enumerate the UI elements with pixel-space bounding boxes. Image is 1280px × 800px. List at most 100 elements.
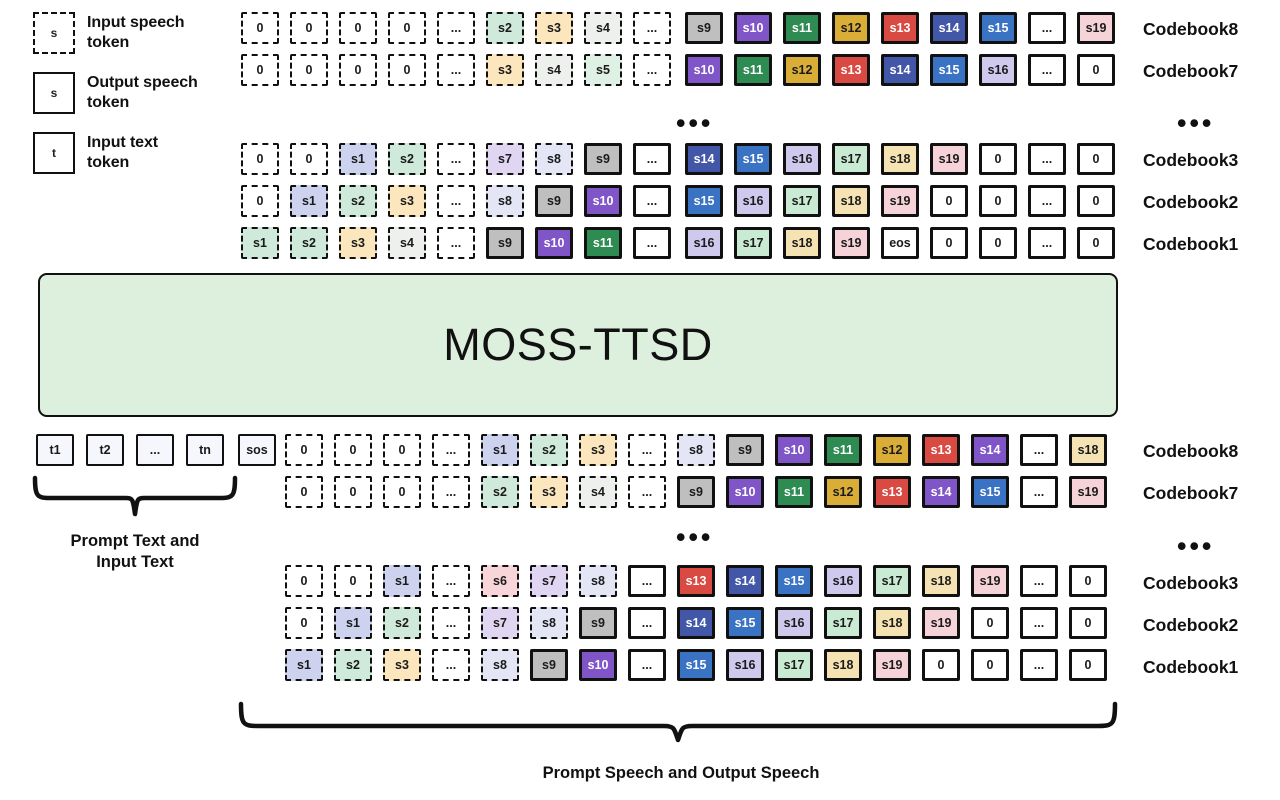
- token-cell: s8: [677, 434, 715, 466]
- token-cell: s1: [481, 434, 519, 466]
- token-cell: s17: [783, 185, 821, 217]
- token-cell: ...: [628, 649, 666, 681]
- token-cell: 0: [334, 434, 372, 466]
- token-cell: s4: [535, 54, 573, 86]
- token-cell: s2: [481, 476, 519, 508]
- token-cell: s11: [584, 227, 622, 259]
- token-cell: s8: [486, 185, 524, 217]
- model-box: MOSS-TTSD: [38, 273, 1118, 417]
- token-cell: s8: [530, 607, 568, 639]
- token-cell: s10: [734, 12, 772, 44]
- token-cell: s18: [873, 607, 911, 639]
- token-cell: s1: [241, 227, 279, 259]
- token-cell: 0: [241, 185, 279, 217]
- token-cell: s19: [922, 607, 960, 639]
- token-cell: s13: [922, 434, 960, 466]
- token-cell: ...: [1028, 12, 1066, 44]
- token-cell: 0: [241, 54, 279, 86]
- row-ellipsis-top: •••: [676, 108, 714, 138]
- token-cell: s9: [530, 649, 568, 681]
- codebook-label-bottom-3: Codebook3: [1143, 573, 1239, 593]
- token-cell: 0: [979, 143, 1017, 175]
- token-cell: ...: [633, 54, 671, 86]
- token-cell: s19: [930, 143, 968, 175]
- token-cell: s16: [685, 227, 723, 259]
- token-cell: 0: [1069, 649, 1107, 681]
- token-cell: 0: [339, 12, 377, 44]
- token-cell: s8: [579, 565, 617, 597]
- token-cell: s18: [832, 185, 870, 217]
- token-cell: s12: [832, 12, 870, 44]
- token-cell: s14: [726, 565, 764, 597]
- token-cell: s7: [486, 143, 524, 175]
- token-cell: ...: [1020, 649, 1058, 681]
- token-cell: s14: [881, 54, 919, 86]
- codebook-ellipsis-top: •••: [1177, 108, 1215, 138]
- codebook-label-top-1: Codebook1: [1143, 234, 1239, 254]
- token-cell: s19: [881, 185, 919, 217]
- token-cell: 0: [285, 607, 323, 639]
- token-cell: 0: [334, 476, 372, 508]
- token-cell: s4: [388, 227, 426, 259]
- token-cell: s19: [971, 565, 1009, 597]
- token-cell: s19: [832, 227, 870, 259]
- codebook-label-top-3: Codebook3: [1143, 150, 1239, 170]
- token-cell: s15: [979, 12, 1017, 44]
- token-cell: 0: [1077, 143, 1115, 175]
- token-cell: ...: [432, 607, 470, 639]
- token-cell: s17: [824, 607, 862, 639]
- token-cell: ...: [628, 434, 666, 466]
- legend-swatch-input-speech-token: s: [33, 12, 75, 54]
- token-cell: s17: [734, 227, 772, 259]
- token-cell: s2: [334, 649, 372, 681]
- codebook-label-top-7: Codebook7: [1143, 61, 1239, 81]
- token-cell: 0: [290, 54, 328, 86]
- token-cell: s11: [783, 12, 821, 44]
- text-token-cell: ...: [136, 434, 174, 466]
- token-cell: s3: [530, 476, 568, 508]
- token-cell: s1: [290, 185, 328, 217]
- token-cell: s14: [685, 143, 723, 175]
- codebook-ellipsis-bottom: •••: [1177, 531, 1215, 561]
- token-cell: s11: [775, 476, 813, 508]
- token-cell: s17: [832, 143, 870, 175]
- token-cell: s10: [685, 54, 723, 86]
- token-cell: 0: [971, 649, 1009, 681]
- text-token-cell: sos: [238, 434, 276, 466]
- token-cell: 0: [290, 143, 328, 175]
- token-cell: s15: [971, 476, 1009, 508]
- token-cell: s16: [734, 185, 772, 217]
- token-cell: s17: [873, 565, 911, 597]
- token-cell: ...: [628, 476, 666, 508]
- legend-swatch-output-speech-token: s: [33, 72, 75, 114]
- speech-brace: [238, 701, 1118, 743]
- token-cell: s18: [1069, 434, 1107, 466]
- text-brace: [32, 475, 238, 517]
- token-cell: s15: [685, 185, 723, 217]
- token-cell: s10: [584, 185, 622, 217]
- token-cell: s3: [486, 54, 524, 86]
- token-cell: s12: [873, 434, 911, 466]
- token-cell: ...: [1020, 607, 1058, 639]
- token-cell: ...: [633, 143, 671, 175]
- codebook-label-bottom-7: Codebook7: [1143, 483, 1239, 503]
- token-cell: s12: [824, 476, 862, 508]
- token-cell: s15: [930, 54, 968, 86]
- token-cell: 0: [1069, 607, 1107, 639]
- token-cell: s17: [775, 649, 813, 681]
- token-cell: s1: [334, 607, 372, 639]
- token-cell: s9: [685, 12, 723, 44]
- token-cell: s1: [383, 565, 421, 597]
- token-cell: ...: [432, 565, 470, 597]
- token-cell: ...: [1028, 185, 1066, 217]
